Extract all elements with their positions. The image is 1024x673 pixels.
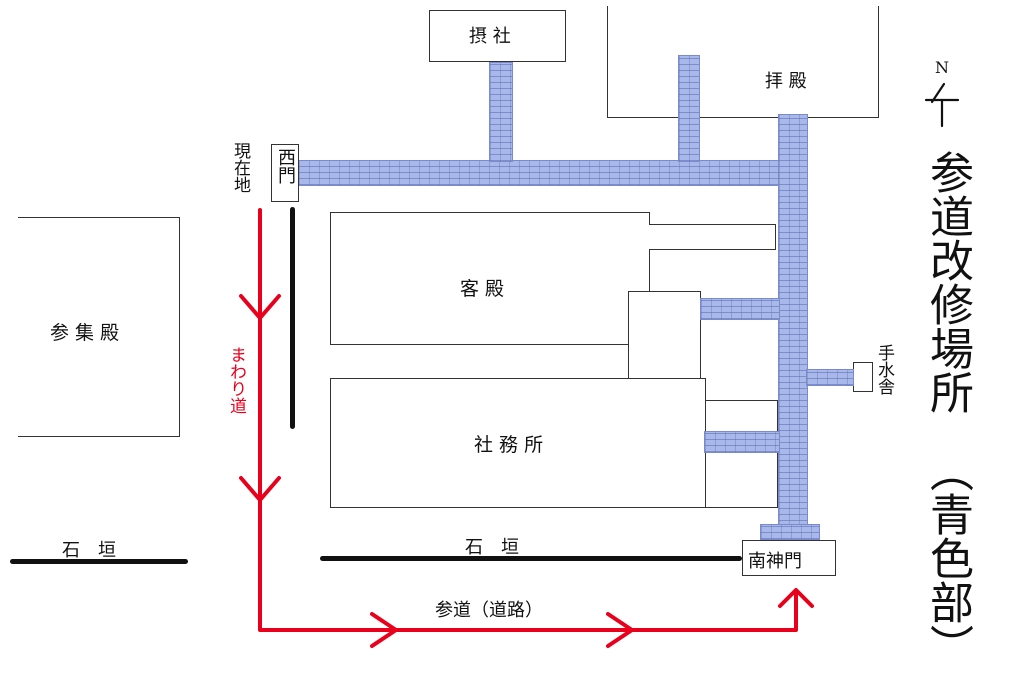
west-gate-label: 西門 bbox=[275, 148, 296, 184]
stone-wall-vertical bbox=[290, 207, 295, 429]
arrow-down-1 bbox=[239, 294, 281, 320]
renovation-path-west bbox=[298, 160, 780, 186]
sanshuden-building bbox=[18, 217, 180, 437]
south-gate-label: 南神門 bbox=[748, 551, 802, 572]
detour-route-line bbox=[258, 208, 798, 632]
shamusho-east bbox=[706, 400, 778, 508]
temizuya-label: 手水舎 bbox=[874, 344, 894, 395]
shamusho-label: 社 務 所 bbox=[474, 434, 544, 456]
renovation-path-temizuya bbox=[806, 369, 854, 386]
title-line2: （青色部） bbox=[922, 448, 973, 668]
haiden-label: 拝 殿 bbox=[765, 71, 807, 92]
approach-road-label: 参道（道路） bbox=[435, 600, 543, 621]
renovation-path-south bbox=[760, 524, 820, 540]
stone-wall-right bbox=[320, 556, 742, 561]
kyakuden-label: 客 殿 bbox=[460, 278, 505, 300]
kyakuden-wing bbox=[649, 224, 776, 250]
renovation-path-sessha bbox=[489, 62, 513, 162]
shamusho-annex bbox=[628, 291, 701, 381]
north-arrow-icon bbox=[924, 82, 960, 128]
stone-wall-left-label: 石 垣 bbox=[62, 540, 116, 561]
west-gate bbox=[271, 144, 299, 202]
north-letter: N bbox=[935, 58, 949, 77]
renovation-path-main bbox=[778, 114, 808, 534]
arrow-up-1 bbox=[778, 588, 814, 608]
sessha-label: 摂 社 bbox=[469, 26, 511, 47]
renovation-path-kyakuden bbox=[700, 298, 780, 320]
sessha-building bbox=[429, 10, 566, 62]
arrow-right-2 bbox=[606, 612, 634, 648]
renovation-path-haiden-west bbox=[678, 55, 700, 162]
title-line1: 参道改修場所 bbox=[922, 150, 973, 414]
stone-wall-left bbox=[10, 559, 188, 564]
sanshuden-label: 参 集 殿 bbox=[50, 322, 120, 344]
kyakuden-building bbox=[330, 212, 650, 345]
renovation-path-shamusho bbox=[704, 431, 780, 453]
current-location-label: 現在地 bbox=[230, 142, 250, 193]
stone-wall-right-label: 石 垣 bbox=[465, 537, 519, 558]
arrow-down-2 bbox=[239, 476, 281, 502]
detour-label: まわり道 bbox=[226, 346, 246, 414]
south-gate bbox=[742, 540, 836, 576]
arrow-right-1 bbox=[370, 612, 398, 648]
shamusho-building bbox=[330, 378, 706, 508]
haiden-building bbox=[607, 6, 879, 118]
